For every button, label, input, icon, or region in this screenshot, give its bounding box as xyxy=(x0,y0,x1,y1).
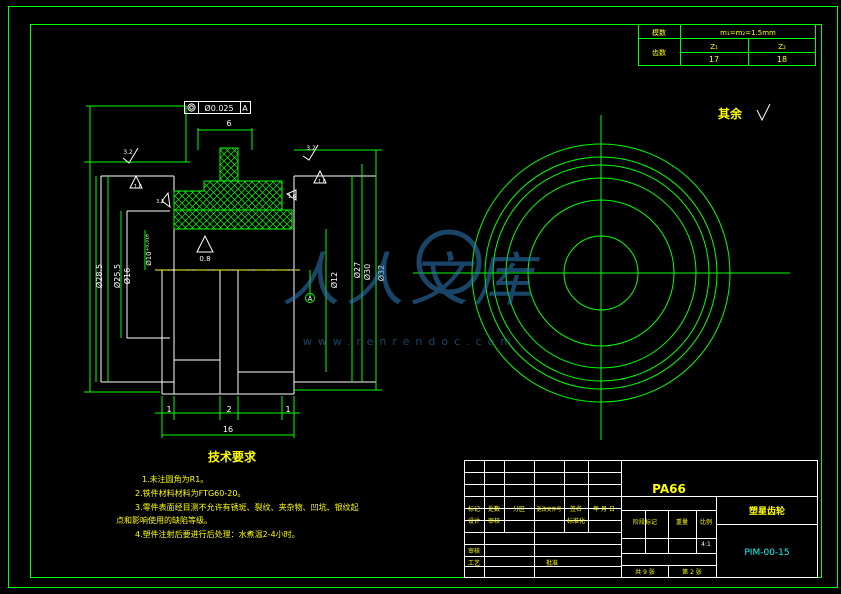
bottom-dimension-lines xyxy=(155,396,300,438)
tb-date: 年 月 日 xyxy=(593,505,615,513)
watermark-logo-icon xyxy=(416,229,482,295)
roughness-0-8: 0.8 xyxy=(199,255,210,263)
tb-stage-label: 阶段标记 xyxy=(633,518,657,526)
watermark-url: www.renrendoc.com xyxy=(303,335,517,348)
roughness-3-2b: 3.2 xyxy=(306,145,316,152)
z2-label: Z₂ xyxy=(778,43,786,51)
dim-bottom-1b: 1 xyxy=(285,405,290,414)
roughness-other-label: 其余 xyxy=(718,106,743,121)
requirement-2: 2.铁件材料材料为FTG60-20。 xyxy=(135,488,245,498)
tb-scale-value: 4:1 xyxy=(701,541,711,548)
tb-standard: 标准化 xyxy=(567,517,585,525)
roughness-triangle-icon xyxy=(196,234,214,253)
module-label: 模数 xyxy=(652,28,666,37)
hatched-section xyxy=(173,147,293,230)
datum-a-marker: A xyxy=(305,287,315,303)
roughness-1-6b: 1.6 xyxy=(318,179,326,185)
roughness-3-2a: 3.2 xyxy=(123,149,133,156)
tb-sheet-no: 第 2 张 xyxy=(682,568,702,576)
tb-design: 设计 xyxy=(468,517,480,525)
tb-approve: 批准 xyxy=(546,559,558,567)
dim-bottom-16: 16 xyxy=(223,425,233,434)
dim-d32: Ø32 xyxy=(376,265,386,281)
requirements-title: 技术要求 xyxy=(208,449,257,464)
tb-sign: 签名 xyxy=(570,505,582,513)
tb-zone: 分区 xyxy=(513,505,525,513)
dim-d10: Ø10⁺⁰·⁰¹⁸ xyxy=(145,234,153,266)
dim-top-width: 6 xyxy=(226,119,231,128)
dim-bottom-2: 2 xyxy=(226,405,231,414)
tb-sheets-total: 共 9 张 xyxy=(635,568,655,576)
roughness-1-6a: 1.6 xyxy=(134,184,142,190)
concentricity-icon xyxy=(187,103,196,112)
tb-material: PA66 xyxy=(652,482,686,496)
watermark-logo-text: 人人文库 xyxy=(282,246,540,314)
tb-scale-label: 比例 xyxy=(700,518,712,526)
dim-bottom-1a: 1 xyxy=(166,405,171,414)
roughness-symbols: 0.8 3.2 3.2 1.6 1.6 3.2 1.6 xyxy=(122,144,327,263)
requirement-3: 3.零件表面经目测不允许有锈斑、裂纹、夹杂物、凹坑、银纹起 xyxy=(135,502,359,512)
requirement-3b: 点和影响使用的缺陷等级。 xyxy=(116,515,212,525)
outer-frame xyxy=(8,6,838,588)
requirement-4: 4.塑件注射后要进行后处理：水煮温2-4小时。 xyxy=(135,529,300,539)
technical-requirements: 技术要求 1.未注圆角为R1。 2.铁件材料材料为FTG60-20。 3.零件表… xyxy=(116,449,359,539)
dim-d16: Ø16 xyxy=(122,268,132,284)
geometric-tolerance-frame: Ø0.025 A xyxy=(184,101,251,114)
datum-a-label: A xyxy=(308,295,313,303)
z1-label: Z₁ xyxy=(710,43,718,51)
title-block: 标记 处数 分区 更改文件号 签名 年 月 日 设计 审核 标准化 审核 工艺 … xyxy=(464,460,818,578)
tb-mark: 标记 xyxy=(468,505,480,513)
tb-weight-label: 重量 xyxy=(676,518,688,526)
dim-d30: Ø30 xyxy=(362,264,372,280)
dim-d28-5: Ø28.5 xyxy=(94,264,104,288)
tb-part-name: 塑星齿轮 xyxy=(749,505,785,517)
tb-drawing-no: PIM-00-15 xyxy=(744,548,789,558)
tb-check: 审核 xyxy=(468,547,480,555)
tb-review: 审核 xyxy=(488,517,500,525)
gear-parameter-table: 模数 m₁=m₂=1.5mm 齿数 Z₁ Z₂ 17 18 xyxy=(638,24,816,66)
inner-frame xyxy=(30,24,822,578)
tolerance-datum: A xyxy=(242,104,248,113)
dim-d27: Ø27 xyxy=(352,262,362,278)
teeth-label: 齿数 xyxy=(652,48,666,57)
dim-d12: Ø12 xyxy=(329,272,339,288)
general-roughness-note: 其余 xyxy=(718,103,771,122)
roughness-side-b: 1.6 xyxy=(288,194,296,200)
z2-value: 18 xyxy=(777,55,787,64)
left-dimension-lines xyxy=(84,105,253,393)
z1-value: 17 xyxy=(709,55,719,64)
module-value: m₁=m₂=1.5mm xyxy=(720,29,776,37)
roughness-symbol-icon xyxy=(756,103,771,122)
section-view: Ø0.025 A 6 Ø28.5 Ø25.5 Ø16 Ø10⁺⁰·⁰¹⁸ Ø12… xyxy=(84,101,386,438)
tb-count: 处数 xyxy=(488,505,500,513)
tb-process: 工艺 xyxy=(468,559,480,567)
tolerance-value: Ø0.025 xyxy=(204,103,233,113)
watermark: 人人文库 www.renrendoc.com xyxy=(282,229,540,348)
dim-d25-5: Ø25.5 xyxy=(112,264,122,288)
requirement-1: 1.未注圆角为R1。 xyxy=(142,474,208,484)
tb-change-doc: 更改文件号 xyxy=(536,506,561,513)
roughness-side-a: 3.2 xyxy=(156,199,164,205)
